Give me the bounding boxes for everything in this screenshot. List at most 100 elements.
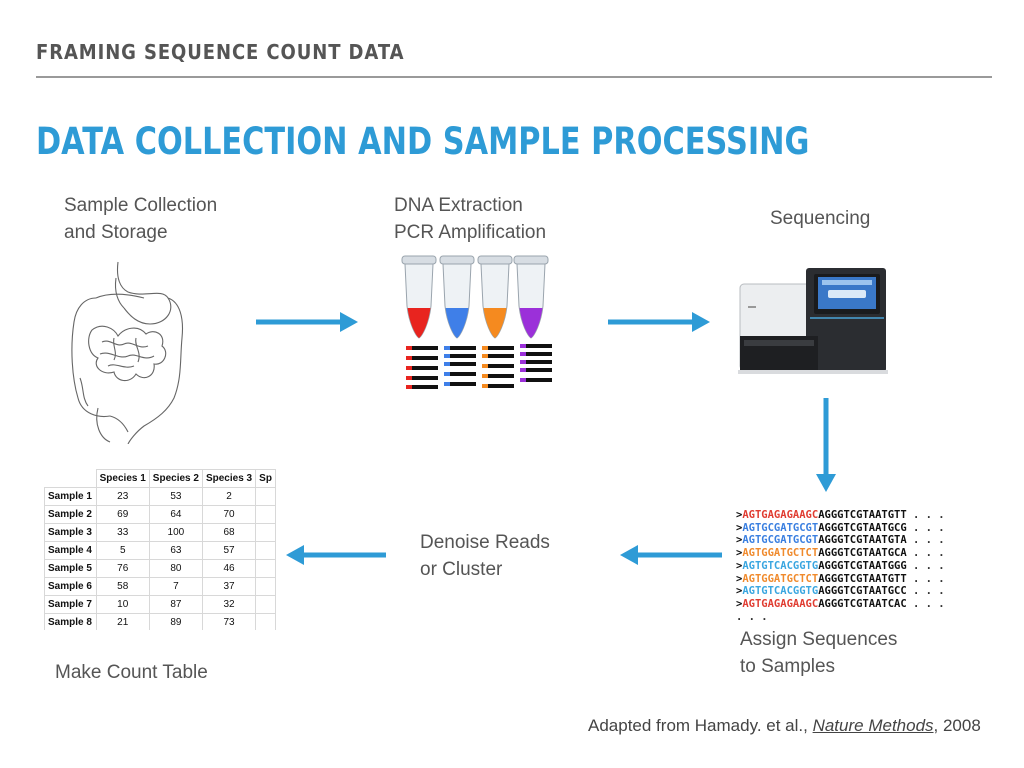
table-cell: 37 bbox=[201, 577, 257, 596]
table-cell: 5 bbox=[95, 541, 150, 560]
table-cell: 57 bbox=[201, 541, 257, 560]
tube-fill bbox=[407, 308, 431, 338]
step-label-denoise: Denoise Reads or Cluster bbox=[420, 529, 550, 583]
arrow-sequencing-to-assign bbox=[816, 398, 836, 492]
citation-prefix: Adapted from Hamady. et al., bbox=[588, 716, 813, 735]
sequence-read: AGGGTCGTAATGCA bbox=[818, 547, 907, 560]
step-label-extraction: DNA Extraction PCR Amplification bbox=[394, 192, 546, 246]
sequence-barcode: AGTGAGAGAAGC bbox=[742, 509, 819, 521]
table-cell: 80 bbox=[148, 559, 203, 578]
header-divider bbox=[36, 76, 992, 78]
step-label-assign: Assign Sequences to Samples bbox=[740, 626, 897, 680]
sequence-prefix: > bbox=[736, 585, 743, 598]
row-label: Sample 6 bbox=[44, 577, 97, 596]
table-cell: 70 bbox=[201, 505, 257, 524]
section-header: FRAMING SEQUENCE COUNT DATA bbox=[36, 40, 405, 64]
step-label-line: to Samples bbox=[740, 656, 836, 677]
table-cell: 33 bbox=[95, 523, 150, 542]
row-label: Sample 4 bbox=[44, 541, 97, 560]
pcr-tubes bbox=[401, 255, 549, 339]
table-cell: 7 bbox=[148, 577, 203, 596]
table-cell: 32 bbox=[201, 595, 257, 614]
column-header: Species 2 bbox=[148, 469, 203, 488]
table-corner-cell bbox=[44, 469, 97, 488]
sequence-read: AGGGTCGTAATGTT bbox=[818, 509, 907, 521]
table-cell: 69 bbox=[95, 505, 150, 524]
sequence-prefix: > bbox=[736, 597, 743, 610]
table-cell-truncated bbox=[255, 595, 276, 614]
sequence-read: AGGGTCGTAATGCG bbox=[818, 521, 907, 534]
sequence-prefix: > bbox=[736, 572, 743, 585]
row-label: Sample 7 bbox=[44, 595, 97, 614]
sequence-line: >AGTGCGATGCGTAGGGTCGTAATGTA . . . bbox=[736, 534, 945, 547]
table-cell: 23 bbox=[95, 487, 150, 506]
sequence-continuation: . . . bbox=[906, 585, 945, 598]
sequence-line: >AGTGTCACGGTGAGGGTCGTAATGCC . . . bbox=[736, 585, 945, 598]
step-label-line: DNA Extraction bbox=[394, 195, 523, 216]
arrow-extraction-to-sequencing bbox=[608, 312, 710, 332]
table-cell-truncated bbox=[255, 577, 276, 596]
sequencer-illustration bbox=[738, 268, 888, 374]
arrow-denoise-to-table bbox=[286, 545, 386, 565]
sequence-read: AGGGTCGTAATGTA bbox=[818, 534, 907, 547]
step-label-line: and Storage bbox=[64, 222, 168, 243]
arrow-assign-to-denoise bbox=[620, 545, 722, 565]
table-header-row: Species 1 Species 2 Species 3 Sp bbox=[44, 469, 276, 488]
sequence-barcode: AGTGGATGCTCT bbox=[742, 572, 819, 585]
citation-journal: Nature Methods bbox=[812, 716, 934, 735]
table-cell: 58 bbox=[95, 577, 150, 596]
row-label: Sample 8 bbox=[44, 613, 97, 630]
step-label-line: Assign Sequences bbox=[740, 629, 898, 650]
table-cell-truncated bbox=[255, 541, 276, 560]
sequence-read: AGGGTCGTAATGGG bbox=[818, 559, 907, 572]
sequence-barcode: AGTGTCACGGTG bbox=[742, 559, 819, 572]
row-label: Sample 1 bbox=[44, 487, 97, 506]
citation-suffix: , 2008 bbox=[933, 716, 981, 735]
tube-fill bbox=[483, 308, 507, 338]
table-cell: 76 bbox=[95, 559, 150, 578]
sequence-read: AGGGTCGTAATGCC bbox=[818, 585, 907, 598]
table-cell: 100 bbox=[148, 523, 203, 542]
column-header: Sp bbox=[255, 469, 276, 488]
sequence-continuation: . . . bbox=[906, 559, 945, 572]
sequence-line: >AGTGAGAGAAGCAGGGTCGTAATCAC . . . bbox=[736, 598, 945, 611]
table-cell: 87 bbox=[148, 595, 203, 614]
sequence-prefix: > bbox=[736, 547, 743, 560]
step-label-count-table: Make Count Table bbox=[55, 662, 208, 683]
citation: Adapted from Hamady. et al., Nature Meth… bbox=[588, 716, 981, 736]
step-label-line: Denoise Reads bbox=[420, 532, 550, 553]
row-label: Sample 3 bbox=[44, 523, 97, 542]
sequence-barcode: AGTGAGAGAAGC bbox=[742, 597, 819, 610]
sequence-continuation: . . . bbox=[906, 521, 945, 534]
slide-title: DATA COLLECTION AND SAMPLE PROCESSING bbox=[36, 120, 810, 163]
table-cell: 21 bbox=[95, 613, 150, 630]
sequence-line: >AGTGCGATGCGTAGGGTCGTAATGCG . . . bbox=[736, 522, 945, 535]
gel-bands bbox=[406, 344, 552, 389]
tube-fill bbox=[519, 308, 543, 338]
tube-fill bbox=[445, 308, 469, 338]
table-cell: 2 bbox=[201, 487, 257, 506]
table-cell: 89 bbox=[148, 613, 203, 630]
sequence-line: >AGTGAGAGAAGCAGGGTCGTAATGTT . . . bbox=[736, 509, 945, 522]
sequence-barcode: AGTGGATGCTCT bbox=[742, 547, 819, 560]
sequence-prefix: > bbox=[736, 559, 743, 572]
step-label-line: Sample Collection bbox=[64, 195, 218, 216]
sequence-prefix: > bbox=[736, 534, 743, 547]
sequence-prefix: > bbox=[736, 509, 743, 521]
table-cell: 64 bbox=[148, 505, 203, 524]
sequence-continuation: . . . bbox=[906, 534, 945, 547]
table-cell: 73 bbox=[201, 613, 257, 630]
sequence-line: >AGTGGATGCTCTAGGGTCGTAATGCA . . . bbox=[736, 547, 945, 560]
count-table-container: Species 1 Species 2 Species 3 Sp Sample … bbox=[44, 469, 276, 630]
row-label: Sample 2 bbox=[44, 505, 97, 524]
sequence-barcode: AGTGTCACGGTG bbox=[742, 585, 819, 598]
table-cell: 68 bbox=[201, 523, 257, 542]
table-cell-truncated bbox=[255, 523, 276, 542]
table-cell: 63 bbox=[148, 541, 203, 560]
sequence-trailer: . . . bbox=[736, 610, 768, 623]
